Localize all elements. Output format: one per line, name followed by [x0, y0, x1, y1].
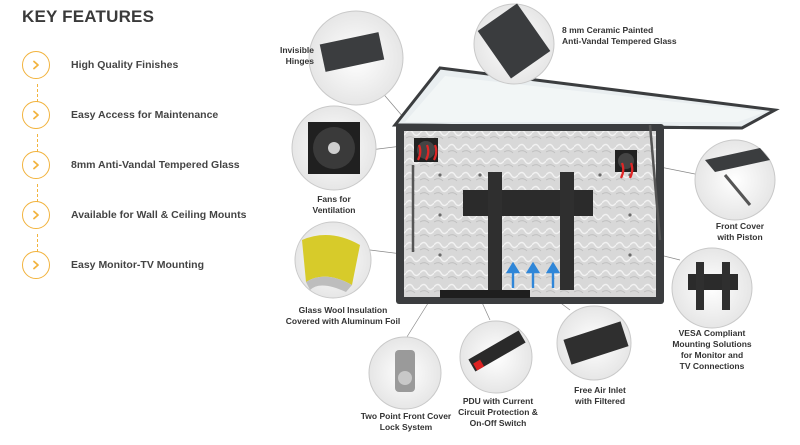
- chevron-right-icon: [22, 151, 50, 179]
- feature-item: Easy Monitor-TV Mounting: [22, 249, 204, 281]
- callout-line: PDU with Current: [462, 396, 534, 406]
- callout-line: Fans for: [317, 194, 351, 204]
- callout-line: 8 mm Ceramic Painted: [562, 25, 654, 35]
- callout-line: Invisible: [279, 45, 314, 55]
- callout-line: Hinges: [285, 56, 314, 67]
- front-cover: [391, 66, 780, 130]
- callout-hinges: Invisible Hinges: [262, 45, 314, 67]
- callout-line: Ventilation: [312, 205, 356, 216]
- callout-line: Circuit Protection &: [458, 407, 538, 418]
- feature-label: Easy Access for Maintenance: [71, 109, 219, 121]
- feature-connector: [37, 84, 38, 102]
- callout-line: for Monitor and: [680, 350, 744, 361]
- callout-line: TV Connections: [679, 361, 745, 372]
- feature-connector: [37, 184, 38, 202]
- callout-line: Lock System: [379, 422, 433, 433]
- callout-line: VESA Compliant: [678, 328, 746, 338]
- callout-line: On-Off Switch: [469, 418, 527, 429]
- chevron-right-icon: [22, 201, 50, 229]
- feature-item: Easy Access for Maintenance: [22, 99, 218, 131]
- callout-front-cover: Front Cover with Piston: [700, 221, 780, 243]
- callout-line: Front Cover: [715, 221, 765, 231]
- feature-label: Easy Monitor-TV Mounting: [71, 259, 204, 271]
- feature-label: High Quality Finishes: [71, 59, 179, 71]
- callout-line: Covered with Aluminum Foil: [285, 316, 401, 327]
- callout-glass: 8 mm Ceramic Painted Anti-Vandal Tempere…: [562, 25, 677, 47]
- callout-line: Mounting Solutions: [672, 339, 752, 350]
- feature-label: 8mm Anti-Vandal Tempered Glass: [71, 159, 240, 171]
- page-title: KEY FEATURES: [22, 7, 155, 26]
- feature-connector: [37, 134, 38, 152]
- callout-air-inlet: Free Air Inlet with Filtered: [560, 385, 640, 407]
- callout-line: with Piston: [717, 232, 763, 243]
- callout-insulation: Glass Wool Insulation Covered with Alumi…: [282, 305, 404, 327]
- callout-bubbles: [291, 3, 776, 410]
- callout-line: Two Point Front Cover: [360, 411, 452, 421]
- enclosure-body: [396, 124, 664, 304]
- feature-item: 8mm Anti-Vandal Tempered Glass: [22, 149, 240, 181]
- chevron-right-icon: [22, 51, 50, 79]
- callout-fans: Fans for Ventilation: [300, 194, 368, 216]
- feature-label: Available for Wall & Ceiling Mounts: [71, 209, 247, 221]
- feature-connector: [37, 234, 38, 252]
- feature-item: Available for Wall & Ceiling Mounts: [22, 199, 246, 231]
- callout-line: Anti-Vandal Tempered Glass: [562, 36, 677, 47]
- callout-pdu: PDU with Current Circuit Protection & On…: [456, 396, 540, 429]
- callout-lock: Two Point Front Cover Lock System: [356, 411, 456, 433]
- callout-line: Glass Wool Insulation: [298, 305, 388, 315]
- chevron-right-icon: [22, 101, 50, 129]
- feature-item: High Quality Finishes: [22, 49, 178, 81]
- chevron-right-icon: [22, 251, 50, 279]
- callout-line: with Filtered: [574, 396, 626, 407]
- callout-vesa: VESA Compliant Mounting Solutions for Mo…: [666, 328, 758, 372]
- callout-line: Free Air Inlet: [574, 385, 626, 395]
